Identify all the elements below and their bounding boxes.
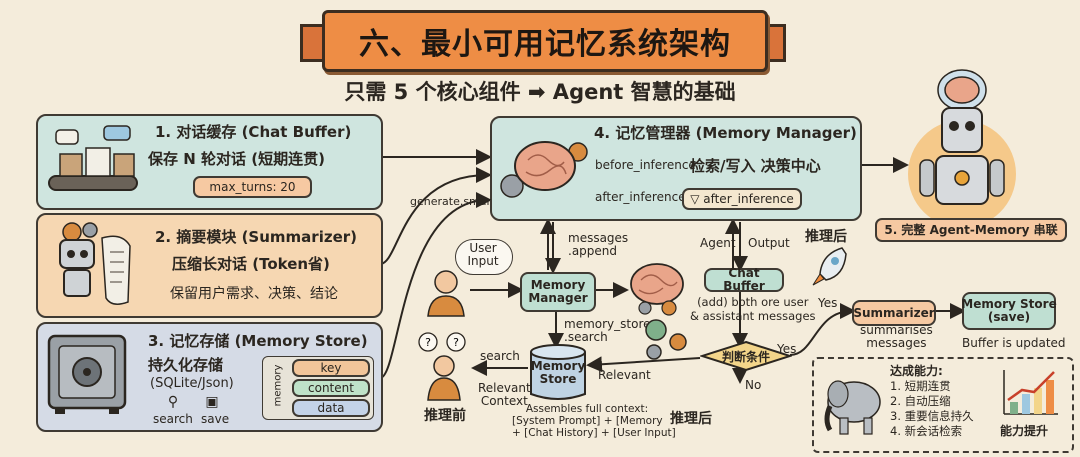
decision-center-label: 检索/写入 决策中心 [690,157,821,175]
chat-buffer-param: max_turns: 20 [193,176,312,198]
generate-label: generate.smar [410,195,492,208]
field-content: content [292,379,370,397]
memory-manager-title: 4. 记忆管理器 (Memory Manager) [594,124,857,142]
memory-manager-node: Memory Manager [520,272,596,312]
capability-item: 2. 自动压缩 [890,394,951,408]
search-flow-label: search [480,349,520,363]
add-both-label: (add) both ore user & assistant messages [690,295,816,323]
capabilities-box [812,357,1074,453]
agent-label: Agent [700,236,736,250]
no-label: No [745,378,762,392]
after-inference-badge: ▽ after_inference [682,188,802,210]
svg-text:?: ? [425,336,431,349]
before-inference-label: before_inference [595,158,696,172]
memory-store-title: 3. 记忆存储 (Memory Store) [148,332,368,350]
chat-buffer-node: Chat Buffer [704,267,784,293]
search-label: search [153,412,193,426]
field-data: data [292,399,370,417]
save-icon: ▣ [205,394,219,410]
rocket-icon [812,247,847,286]
search-icon: ⚲ [167,394,179,410]
capability-item: 1. 短期连贯 [890,379,951,393]
arrow-condition-to-store [586,356,701,373]
safe-icon [47,334,127,414]
messages-append-label: messages .append [568,231,629,258]
elephant-icon [824,380,881,435]
field-key: key [292,359,370,377]
user-input-label: User Input [467,241,499,268]
chat-buffer-title: 1. 对话缓存 (Chat Buffer) [155,123,352,141]
yes-label-1: Yes [818,296,838,310]
condition-diamond [700,340,792,372]
reasoning-after-label-2: 推理后 [670,411,712,427]
robot-scroll-icon [59,222,131,305]
memory-store-search-label: memory_store .search [564,317,651,344]
condition-label: 判断条件 [721,350,770,364]
agent-memory-label: 5. 完整 Agent-Memory 串联 [875,218,1067,242]
save-label: save [201,412,230,426]
relevant-context-label: Relevant Context [478,381,531,408]
buffer-updated-label: Buffer is updated [962,336,1066,350]
title-banner: 六、最小可用记忆系统架构 [322,10,768,72]
chat-buffer-icon [48,125,138,191]
after-inference-label: after_inference [595,190,686,204]
svg-text:?: ? [453,336,459,349]
summarises-label: summarises messages [860,323,933,350]
summarizer-title: 2. 摘要模块 (Summarizer) [155,228,357,246]
brain-icon [630,263,684,316]
growth-chart-icon [1003,370,1058,415]
summarizer-node: Summarizer [852,300,936,326]
capability-item: 4. 新会话检索 [890,424,963,438]
yes-label-2: Yes [777,342,797,356]
arrow-yes-to-summarizer [789,303,856,356]
relevant-label: Relevant [598,368,651,382]
summarizer-desc2: 保留用户需求、决策、结论 [170,286,338,302]
summarizer-desc: 压缩长对话 (Token省) [172,255,330,273]
capabilities-title: 达成能力: [890,364,943,378]
page-subtitle: 只需 5 个核心组件 ➡ Agent 智慧的基础 [344,80,736,104]
filter-icon: ▽ [690,192,704,206]
capability-item: 3. 重要信息持久 [890,409,974,423]
arrow-store-to-manager [379,192,492,379]
memory-store-desc2: (SQLite/Json) [150,376,234,391]
brain-gear-icon [500,141,588,198]
reasoning-after-label: 推理后 [805,229,847,245]
chat-buffer-desc: 保存 N 轮对话 (短期连贯) [148,150,325,168]
user-avatar-icon [427,270,465,317]
memory-store-node: Memory Store [530,359,586,386]
gears-icon [645,319,687,360]
database-icon [530,344,586,400]
user-input-bubble [455,239,513,275]
robot-agent-icon [908,69,1016,228]
memory-store-save-node: Memory Store (save) [961,292,1057,330]
page-title: 六、最小可用记忆系统架构 [359,27,731,62]
memory-fields-label: memory [272,364,284,407]
assemble-context-label: Assembles full context: [System Prompt] … [512,403,676,439]
capability-improve-label: 能力提升 [1000,424,1049,438]
output-label: Output [748,236,790,250]
memory-store-desc: 持久化存储 [148,356,224,374]
arrow-summarizer-to-manager [379,167,492,265]
thinking-person-icon: ? ? [418,332,466,401]
reasoning-before-label: 推理前 [424,408,466,424]
